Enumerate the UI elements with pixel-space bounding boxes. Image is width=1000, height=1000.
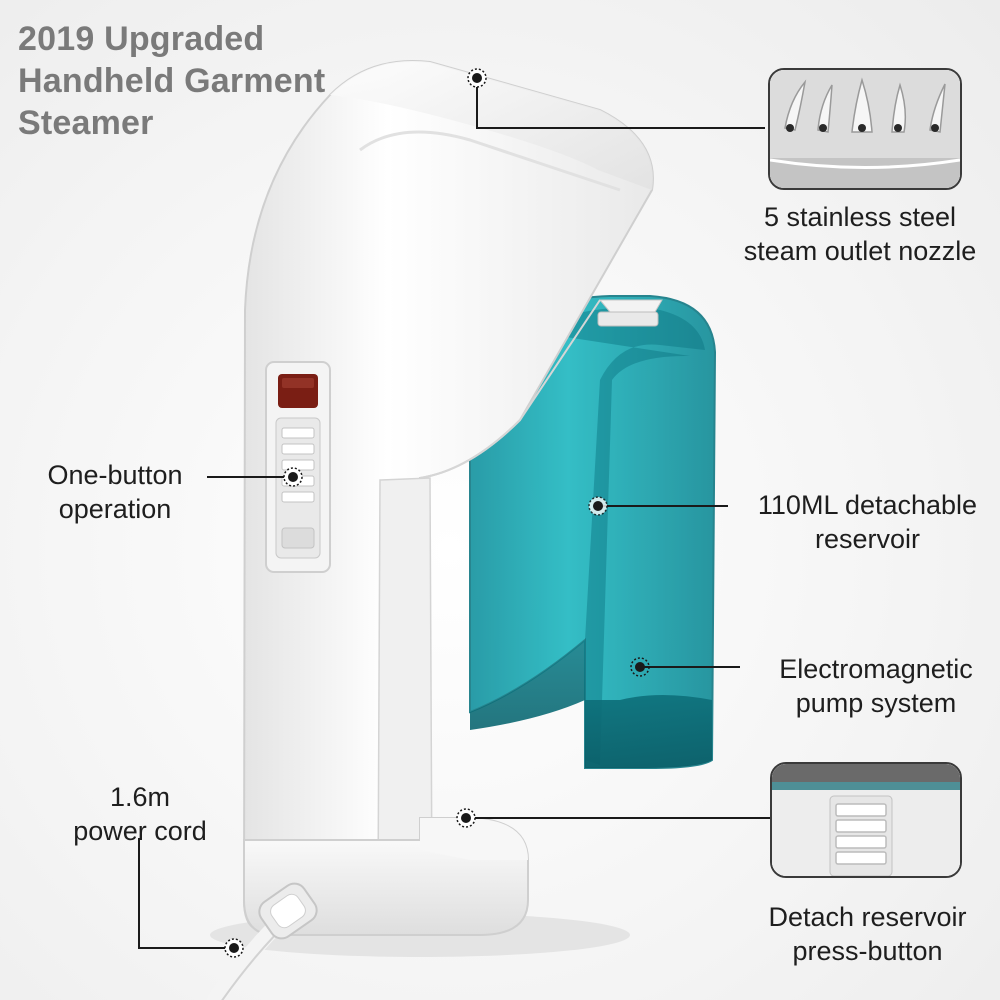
release-button-closeup-image (772, 764, 960, 876)
control-panel (265, 361, 331, 573)
label-line: 1.6m (109, 782, 171, 812)
title-line: 2019 Upgraded (18, 20, 265, 58)
label-line: Detach reservoir (768, 902, 967, 932)
marker-pump (630, 657, 650, 677)
marker-nozzle (467, 68, 487, 88)
marker-reservoir (588, 496, 608, 516)
release-button-inset (770, 762, 962, 878)
label-line: reservoir (814, 524, 921, 554)
power-cord (207, 882, 318, 1000)
product-title: 2019 Upgraded Handheld Garment Steamer (18, 18, 325, 144)
nozzle-callout-label: 5 stainless steel steam outlet nozzle (720, 200, 1000, 268)
nozzle-detail-inset (768, 68, 962, 190)
callout-lines (138, 78, 775, 949)
pump-callout-label: Electromagnetic pump system (752, 652, 1000, 720)
callout-markers (224, 68, 650, 958)
nozzle-closeup-image (770, 70, 960, 188)
label-line: 5 stainless steel (763, 202, 957, 232)
reservoir-callout-label: 110ML detachable reservoir (735, 488, 1000, 556)
label-line: 110ML detachable (757, 490, 978, 520)
label-line: Electromagnetic (779, 654, 973, 684)
release-callout-label: Detach reservoir press-button (735, 900, 1000, 968)
label-line: steam outlet nozzle (743, 236, 977, 266)
cord-callout-label: 1.6m power cord (50, 780, 230, 848)
marker-button (283, 467, 303, 487)
label-line: power cord (73, 816, 207, 846)
button-callout-label: One-button operation (20, 458, 210, 526)
label-line: pump system (795, 688, 957, 718)
marker-cord (224, 938, 244, 958)
label-line: One-button (47, 460, 183, 490)
label-line: press-button (792, 936, 943, 966)
marker-release (456, 808, 476, 828)
label-line: operation (58, 494, 172, 524)
title-line: Steamer (18, 104, 154, 142)
title-line: Handheld Garment (18, 62, 326, 100)
